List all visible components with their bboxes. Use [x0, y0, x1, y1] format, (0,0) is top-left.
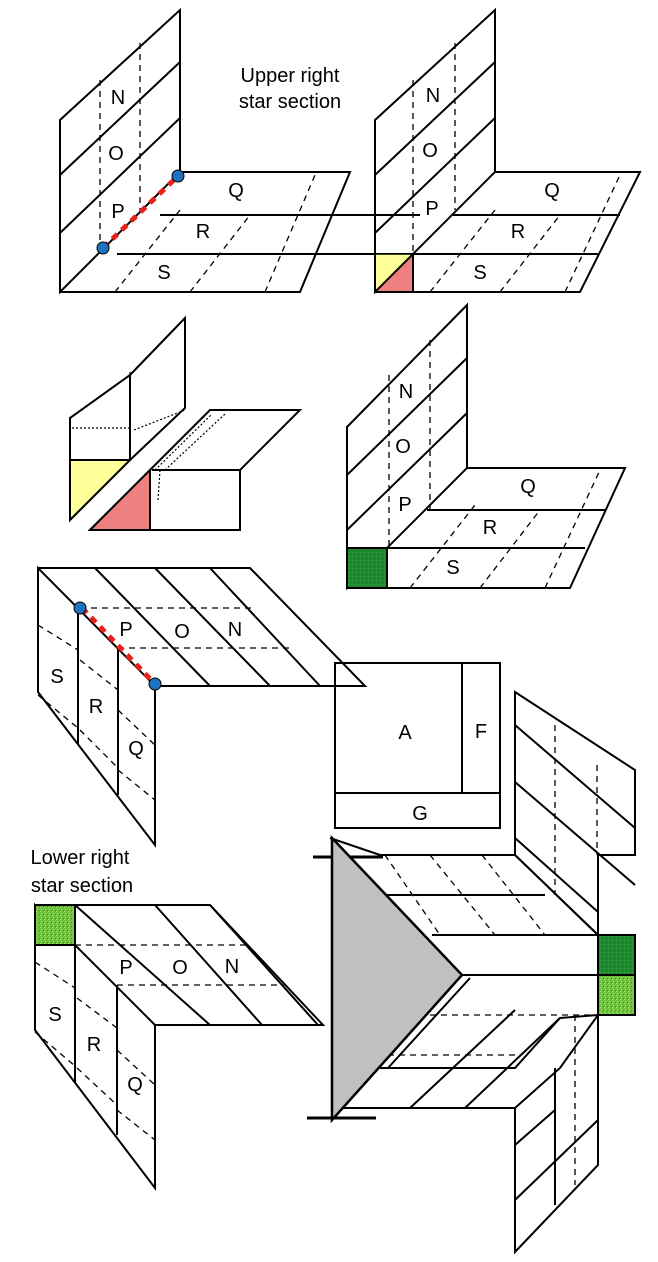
- panel-6-lower-right-section: Lower right star section P O N S R Q: [31, 847, 326, 1191]
- caption-lower-right-line-1: Lower right: [31, 847, 130, 869]
- panel-3-folded-strips: [69, 315, 303, 531]
- panel-4-label-s: S: [446, 557, 459, 579]
- panel-2-label-r: R: [511, 221, 525, 243]
- panel-6-label-r: R: [87, 1034, 101, 1056]
- block-label-a: A: [398, 722, 412, 744]
- panel-2-label-n: N: [426, 85, 440, 107]
- block-afg: A F G: [334, 662, 501, 829]
- panel-5-label-n: N: [228, 619, 242, 641]
- panel-6-label-s: S: [48, 1004, 61, 1026]
- panel-4-label-r: R: [483, 517, 497, 539]
- caption-upper-right-line-2: star section: [239, 91, 341, 113]
- panel-2-label-s: S: [473, 262, 486, 284]
- block-label-f: F: [475, 721, 487, 743]
- panel-6-label-o: O: [172, 957, 188, 979]
- panel-1-label-q: Q: [228, 180, 244, 202]
- panel-6-label-p: P: [119, 957, 132, 979]
- panel-1-label-s: S: [157, 262, 170, 284]
- panel-4-label-o: O: [395, 436, 411, 458]
- panel-2-label-o: O: [422, 140, 438, 162]
- panel-5-label-s: S: [50, 666, 63, 688]
- block-label-g: G: [412, 803, 428, 825]
- panel-5-label-q: Q: [128, 738, 144, 760]
- panel-4-label-q: Q: [520, 476, 536, 498]
- caption-lower-right-line-2: star section: [31, 875, 133, 897]
- panel-5-lower-right-fold: P O N S R Q: [37, 565, 368, 848]
- panel-1-label-o: O: [108, 143, 124, 165]
- panel-6-label-q: Q: [127, 1074, 143, 1096]
- panel-5-label-p: P: [119, 619, 132, 641]
- caption-upper-right-line-1: Upper right: [241, 65, 340, 87]
- panel-6-label-n: N: [225, 956, 239, 978]
- panel-2-label-q: Q: [544, 180, 560, 202]
- panel-7-assembled-section: [307, 690, 636, 1255]
- panel-1-upper-right-section: N O P Q R S Upper right star section: [59, 7, 420, 295]
- panel-4-green-corner: N O P Q R S: [346, 302, 627, 591]
- panel-2-label-p: P: [425, 198, 438, 220]
- panel-1-label-n: N: [111, 87, 125, 109]
- panel-1-label-p: P: [111, 201, 124, 223]
- panel-2-pressed-corner: N O P Q R S: [374, 7, 642, 295]
- panel-4-label-p: P: [398, 494, 411, 516]
- panel-5-label-r: R: [89, 696, 103, 718]
- panel-4-label-n: N: [399, 381, 413, 403]
- panel-5-label-o: O: [174, 621, 190, 643]
- panel-1-label-r: R: [196, 221, 210, 243]
